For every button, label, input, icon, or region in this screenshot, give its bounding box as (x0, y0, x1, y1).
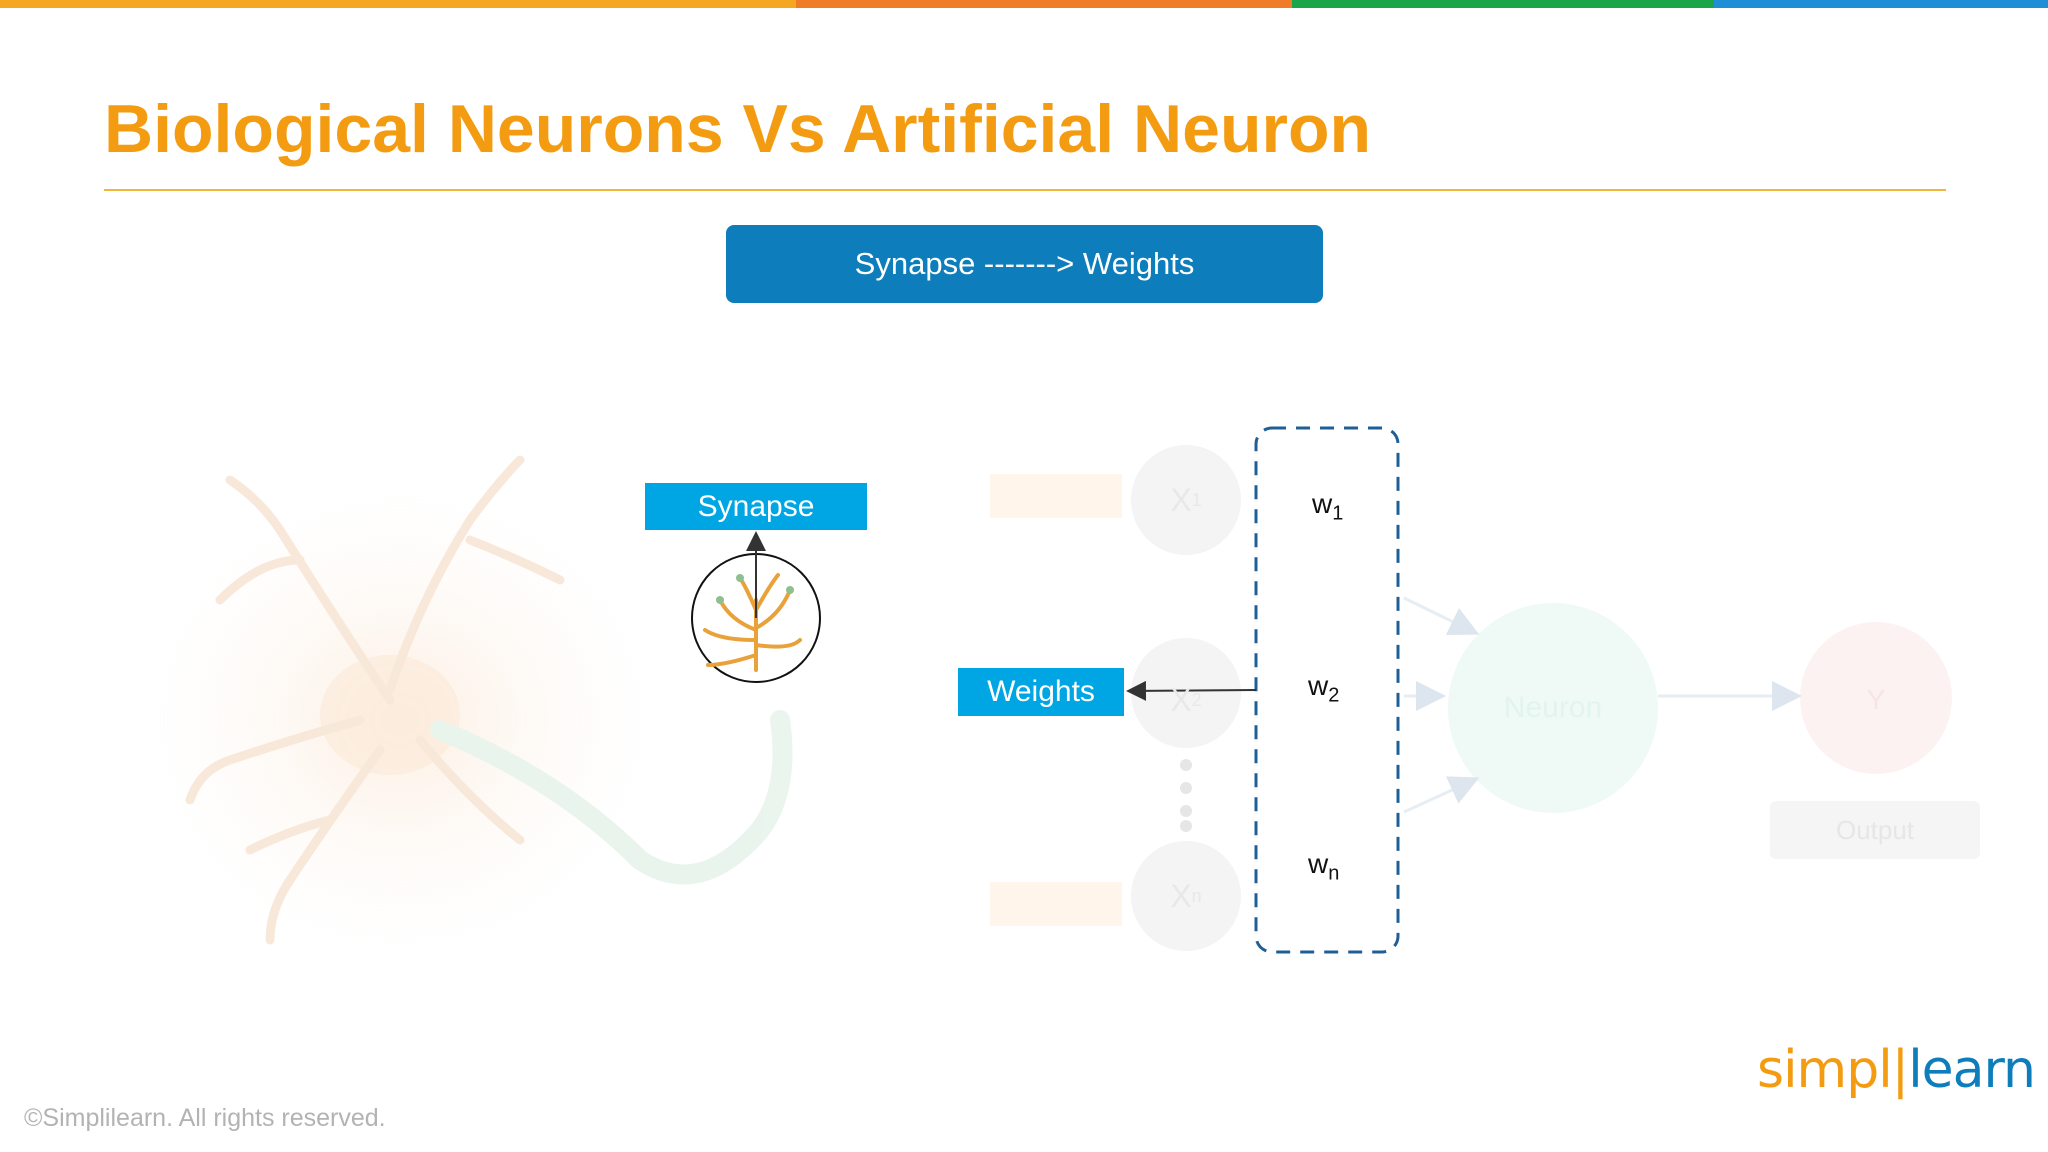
simplilearn-logo: simpl|learn (1757, 1040, 2036, 1100)
weights-label: Weights (958, 668, 1124, 716)
biological-neuron-illustration (150, 455, 793, 950)
topbar-segment-blue (1714, 0, 2048, 8)
topbar-segment-green (1292, 0, 1714, 8)
output-symbol: Y (1866, 684, 1886, 715)
top-color-bar (0, 0, 2048, 8)
topbar-segment-orange (0, 0, 796, 8)
synapse-magnifier (691, 531, 821, 683)
faded-artificial-network (990, 445, 1980, 951)
input-node-x1 (1131, 445, 1241, 555)
synapse-label: Synapse (645, 483, 867, 530)
input-node-xn (1131, 841, 1241, 951)
weight-w2: w2 (1308, 670, 1340, 707)
copyright-footer: ©Simplilearn. All rights reserved. (24, 1104, 386, 1132)
slide-title: Biological Neurons Vs Artificial Neuron (104, 91, 1372, 167)
output-node (1800, 622, 1952, 774)
synapse-weights-banner: Synapse -------> Weights (726, 225, 1323, 303)
neuron-node (1448, 603, 1658, 813)
weight-w1: w1 (1312, 488, 1344, 525)
topbar-segment-dark-orange (796, 0, 1292, 8)
output-label: Output (1835, 814, 1915, 845)
weights-arrow (1126, 680, 1257, 701)
neuron-label: Neuron (1503, 691, 1603, 724)
output-box (1770, 801, 1980, 859)
title-divider (104, 189, 1946, 191)
input-node-x2 (1131, 638, 1241, 748)
weight-wn: wn (1308, 848, 1340, 885)
